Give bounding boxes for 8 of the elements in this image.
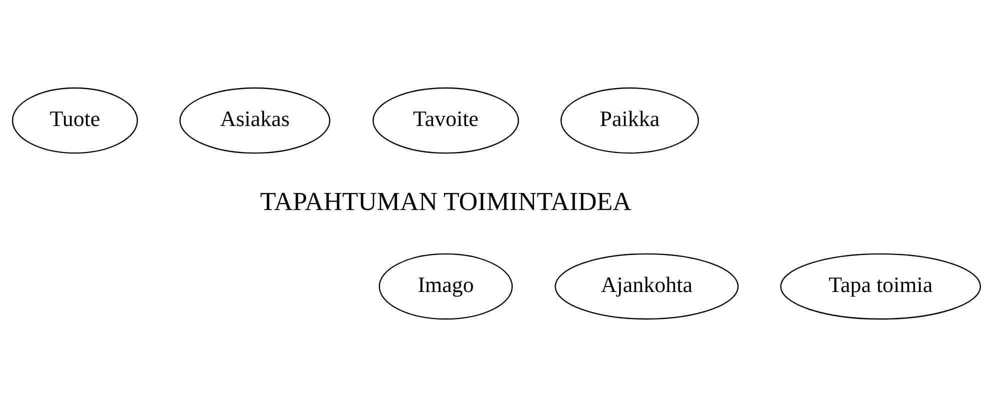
node-ellipse: Paikka <box>560 87 699 154</box>
node-ellipse: Tavoite <box>372 87 520 154</box>
node-ellipse: Tapa toimia <box>780 253 982 320</box>
node-ellipse: Asiakas <box>179 87 330 154</box>
node-ellipse: Imago <box>378 253 513 320</box>
node-ellipse: Ajankohta <box>554 253 739 320</box>
node-ellipse: Tuote <box>12 87 138 154</box>
label: TAPAHTUMAN TOIMINTAIDEA <box>260 186 632 216</box>
